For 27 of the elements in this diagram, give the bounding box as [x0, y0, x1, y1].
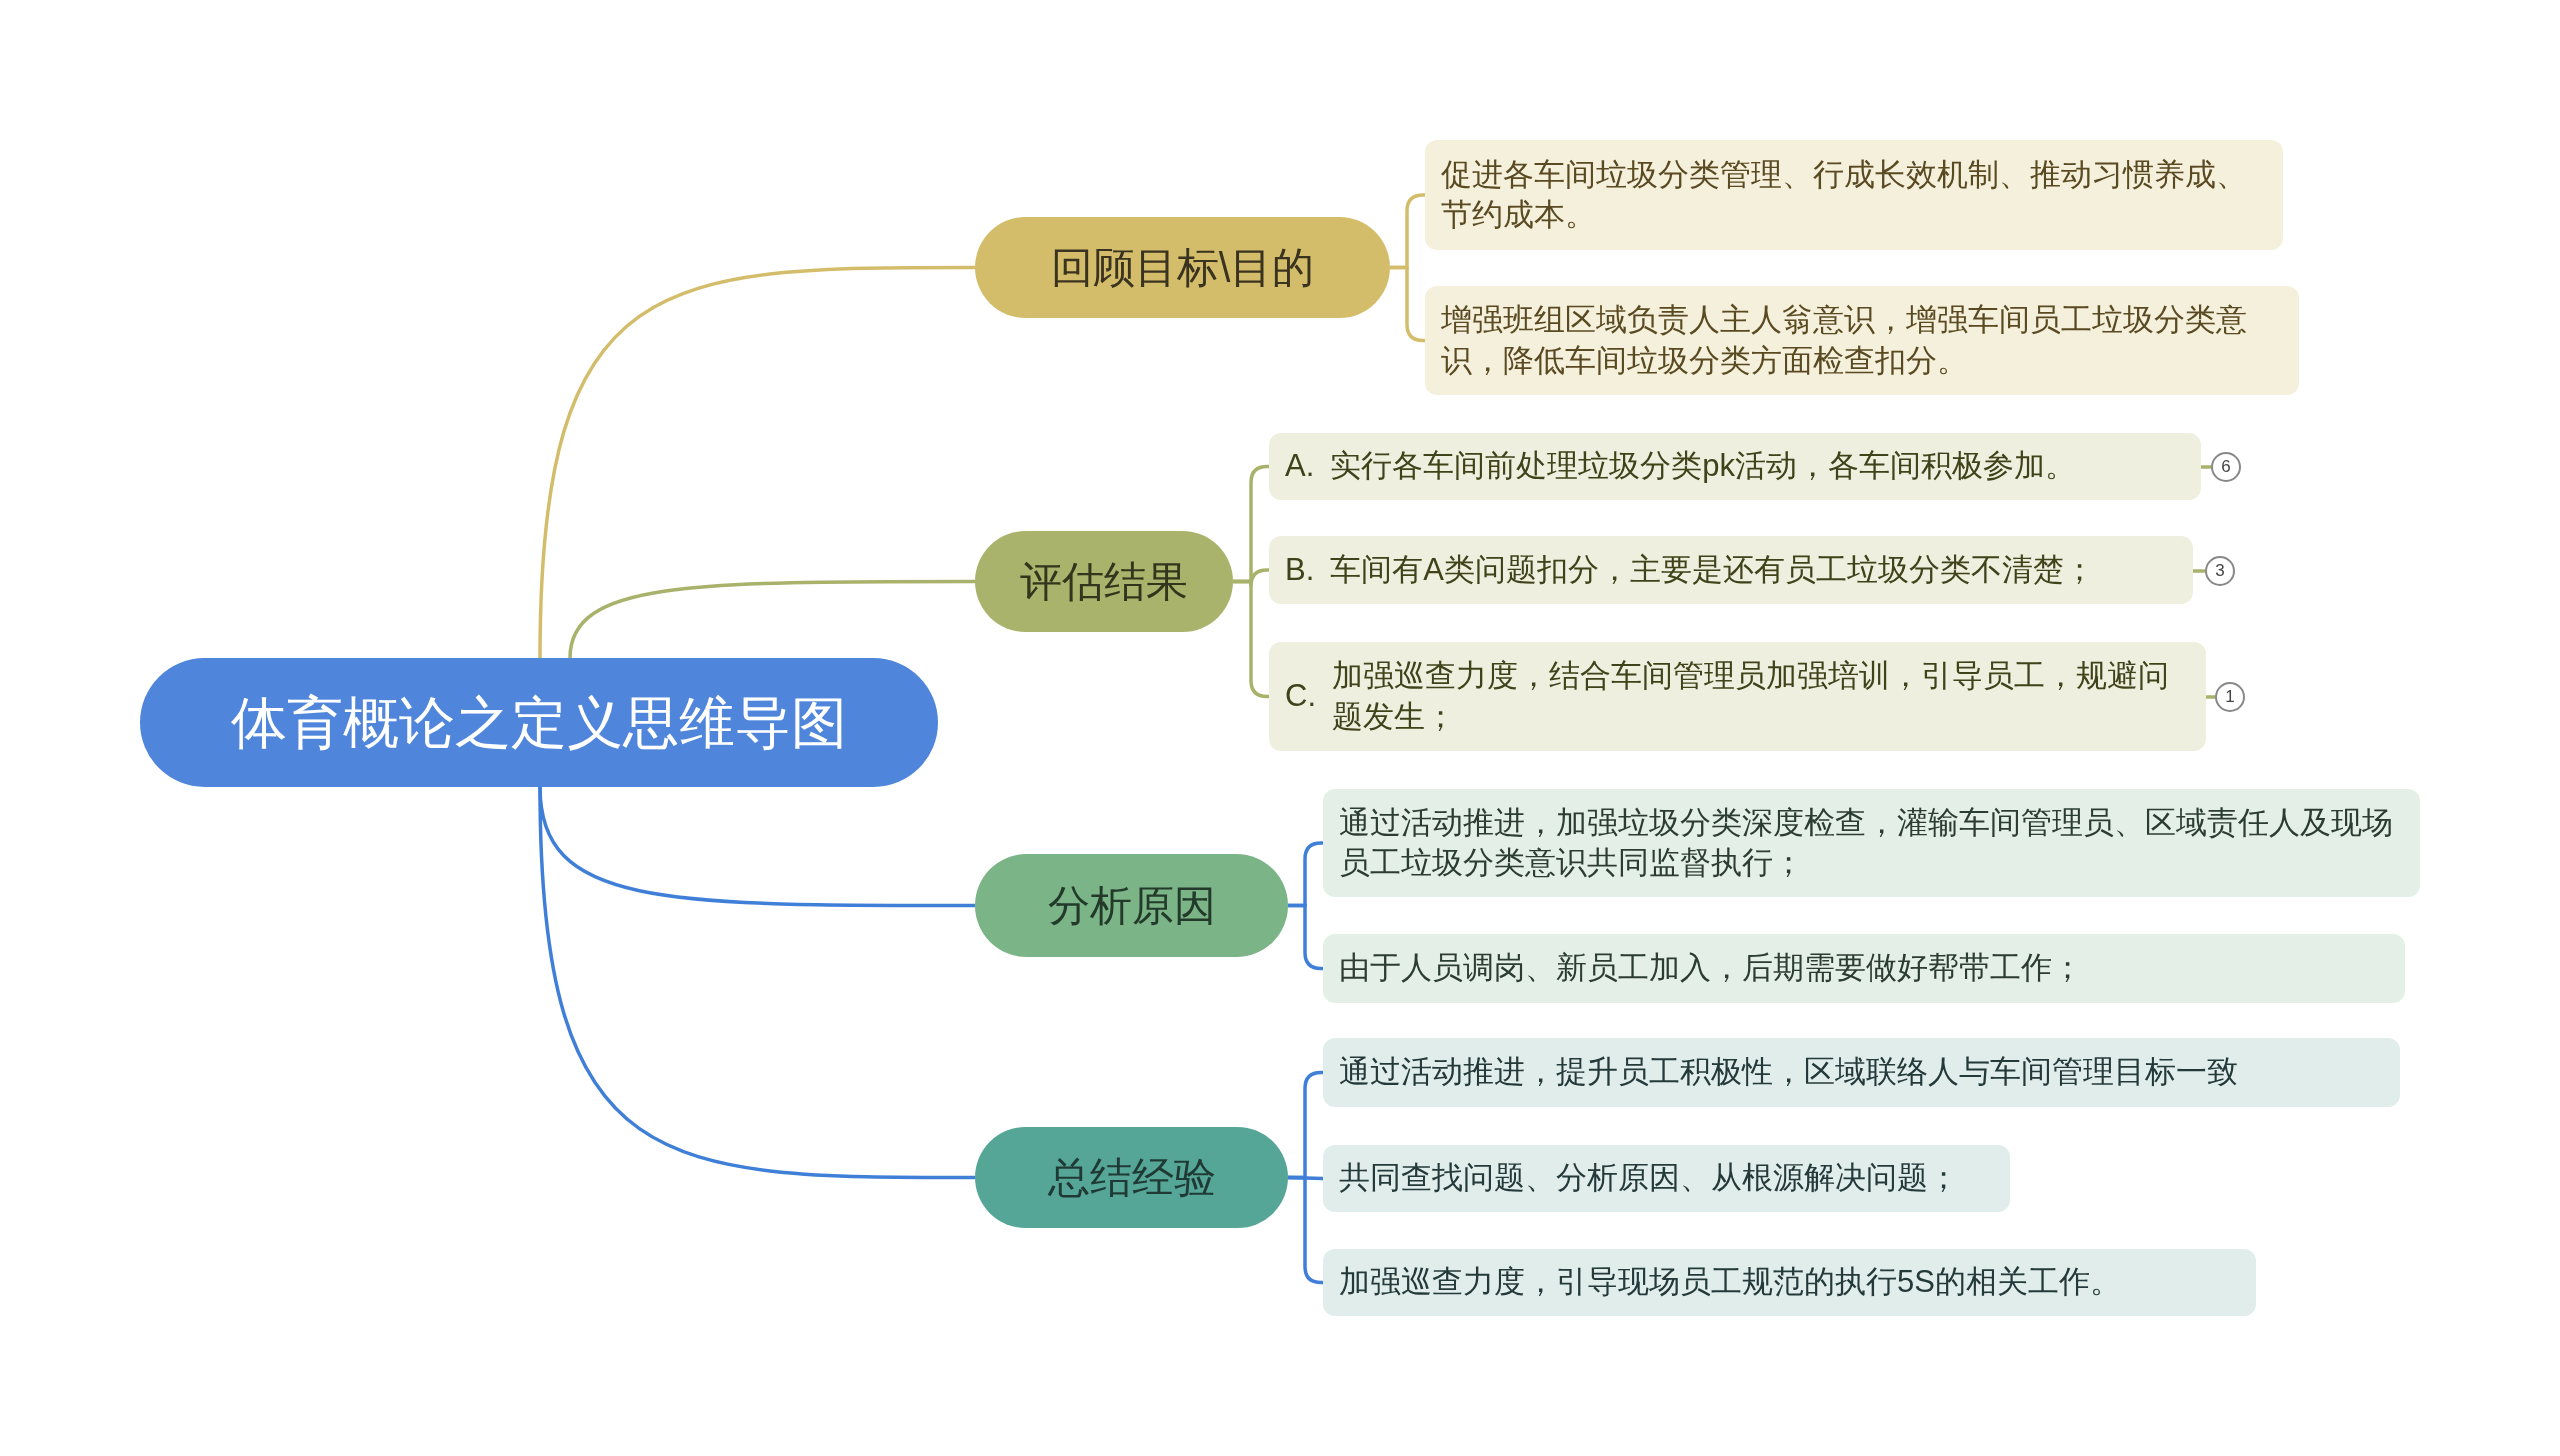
subtopic-text: 加强巡查力度，结合车间管理员加强培训，引导员工，规避问题发生；: [1332, 657, 2170, 736]
connector-line: [538, 265, 975, 659]
connector-line: [2206, 695, 2215, 699]
subtopic-text: 通过活动推进，加强垃圾分类深度检查，灌输车间管理员、区域责任人及现场员工垃圾分类意识共同监督执行；: [1339, 803, 2394, 882]
count-badge: 1: [2215, 682, 2245, 712]
subtopic-text: 实行各车间前处理垃圾分类pk活动，各车间积极参加。: [1330, 447, 2077, 486]
root-topic: 体育概论之定义思维导图: [140, 658, 938, 787]
subtopic-text: 加强巡查力度，引导现场员工规范的执行5S的相关工作。: [1339, 1263, 2121, 1302]
connector-line: [2201, 465, 2211, 469]
list-marker: A.: [1285, 447, 1315, 486]
subtopic-text: 车间有A类问题扣分，主要是还有员工垃圾分类不清楚；: [1330, 550, 2095, 589]
subtopic-text: 共同查找问题、分析原因、从根源解决问题；: [1339, 1159, 1959, 1198]
connector-line: [538, 786, 975, 1180]
branch-topic: 分析原因: [975, 854, 1288, 957]
subtopic-text: 增强班组区域负责人主人翁意识，增强车间员工垃圾分类意识，降低车间垃圾分类方面检查扣分。: [1441, 301, 2248, 380]
count-badge: 3: [2205, 556, 2235, 586]
list-marker: C.: [1285, 677, 1316, 716]
branch-topic: 评估结果: [975, 531, 1233, 632]
connector-line: [2193, 569, 2205, 573]
connector-line: [568, 579, 975, 659]
list-marker: B.: [1285, 550, 1315, 589]
branch-topic: 回顾目标\目的: [975, 217, 1390, 318]
count-badge: 6: [2211, 452, 2241, 482]
subtopic-text: 促进各车间垃圾分类管理、行成长效机制、推动习惯养成、节约成本。: [1441, 155, 2248, 234]
subtopic-text: 通过活动推进，提升员工积极性，区域联络人与车间管理目标一致: [1339, 1053, 2238, 1092]
subtopic-text: 由于人员调岗、新员工加入，后期需要做好帮带工作；: [1339, 949, 2083, 988]
branch-topic: 总结经验: [975, 1127, 1288, 1228]
